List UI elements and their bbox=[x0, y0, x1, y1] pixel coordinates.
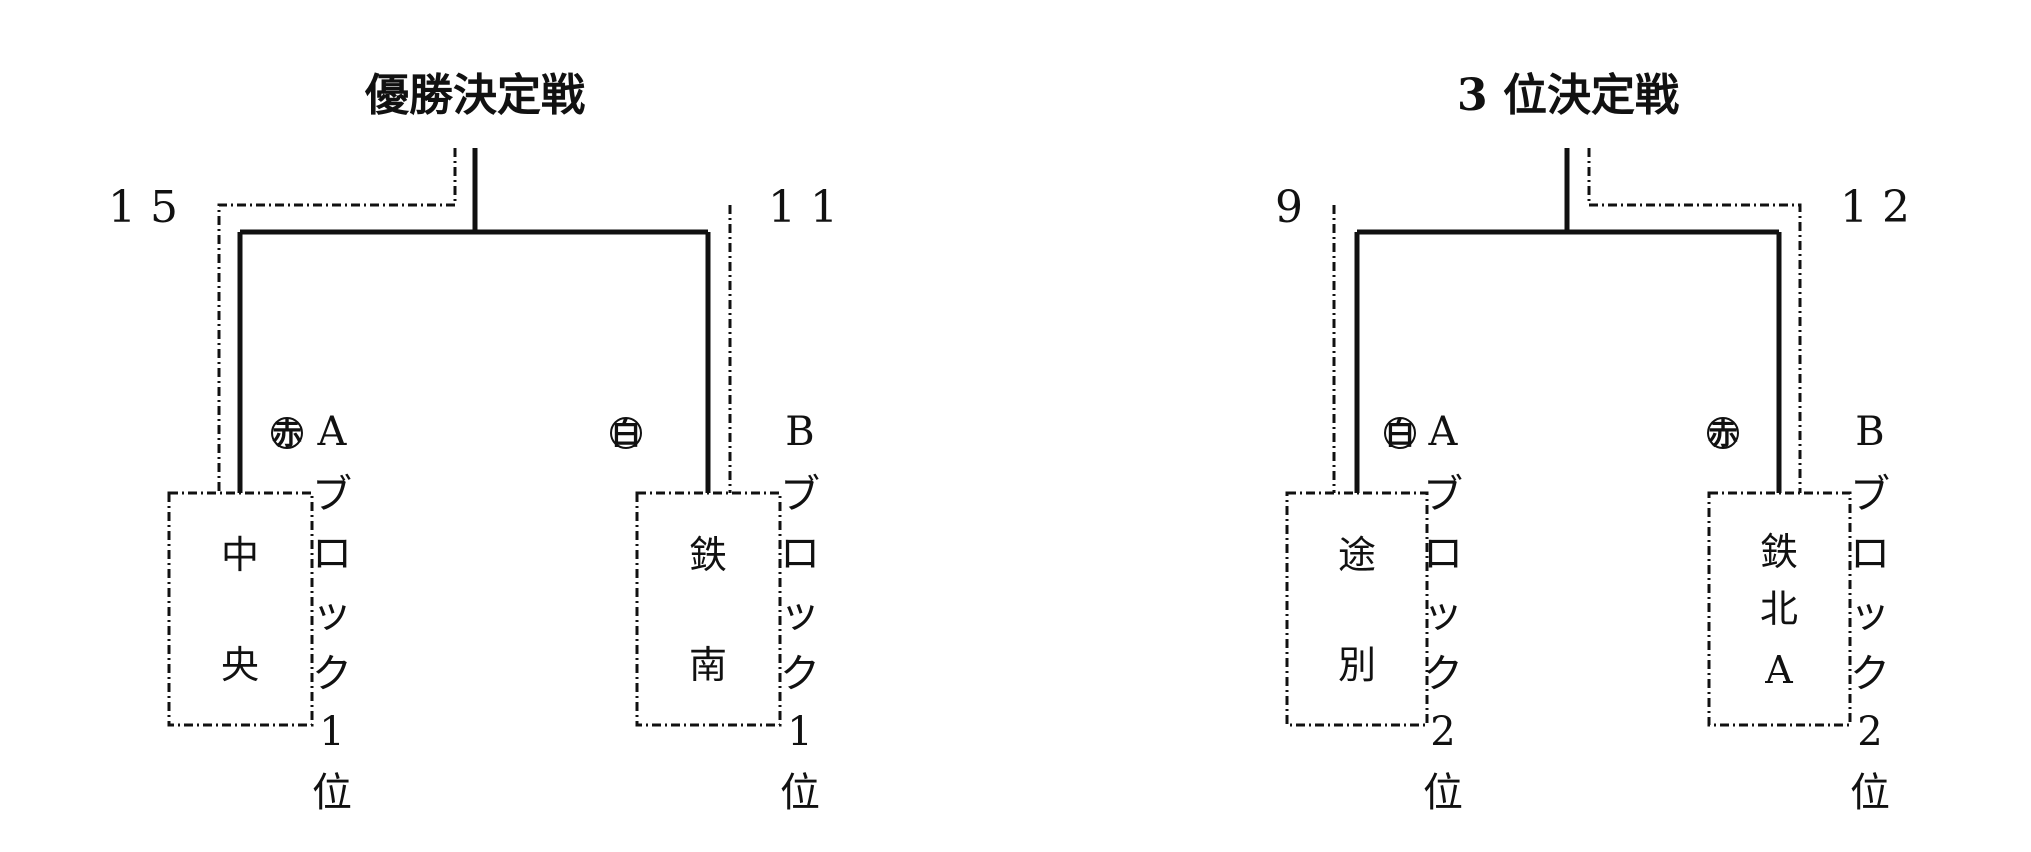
svg-text:ッ: ッ bbox=[1850, 591, 1890, 637]
final-left-score: 1 5 bbox=[108, 182, 178, 233]
svg-text:ク: ク bbox=[312, 651, 352, 697]
third-place-right-block-label: B ブ ロ ッ ク 2 位 bbox=[1850, 409, 1890, 816]
svg-text:A: A bbox=[317, 409, 348, 455]
third-place-right-corner-label: 赤 bbox=[1708, 417, 1738, 452]
final-right-team-char-2: 南 bbox=[689, 643, 727, 687]
final-bracket: 優勝決定戦 1 5 1 1 赤 白 中 央 鉄 南 A ブ ロ ッ bbox=[108, 70, 838, 816]
final-right-score: 1 1 bbox=[768, 182, 838, 233]
third-place-left-block-label: A ブ ロ ッ ク 2 位 bbox=[1423, 409, 1463, 816]
svg-text:2: 2 bbox=[1857, 709, 1882, 755]
svg-text:ブ: ブ bbox=[312, 472, 352, 518]
third-place-title: 3 位決定戦 bbox=[1457, 70, 1679, 121]
svg-text:2: 2 bbox=[1430, 709, 1455, 755]
third-place-left-team-box bbox=[1285, 491, 1429, 727]
svg-text:ッ: ッ bbox=[780, 591, 820, 637]
third-place-right-corner-mark: 赤 bbox=[1707, 417, 1739, 452]
svg-text:ブ: ブ bbox=[1850, 472, 1890, 518]
svg-text:B: B bbox=[1855, 409, 1884, 455]
svg-text:ク: ク bbox=[1423, 651, 1463, 697]
svg-text:1: 1 bbox=[319, 709, 344, 755]
svg-text:ロ: ロ bbox=[780, 531, 820, 577]
third-place-right-team-char-2: 北 bbox=[1760, 587, 1798, 631]
svg-text:ブ: ブ bbox=[780, 472, 820, 518]
final-right-block-label: B ブ ロ ッ ク 1 位 bbox=[780, 409, 820, 816]
svg-text:ッ: ッ bbox=[1423, 591, 1463, 637]
final-right-team-char-1: 鉄 bbox=[689, 533, 727, 577]
svg-text:ロ: ロ bbox=[312, 531, 352, 577]
final-right-team-box bbox=[635, 491, 782, 727]
third-place-bracket: 3 位決定戦 9 1 2 白 赤 途 別 鉄 北 A A ブ ロ ッ ク 2 bbox=[1275, 70, 1910, 816]
third-place-right-team-char-1: 鉄 bbox=[1760, 530, 1798, 574]
third-place-left-corner-label: 白 bbox=[1385, 417, 1415, 452]
svg-text:ブ: ブ bbox=[1423, 472, 1463, 518]
final-left-team-box bbox=[167, 491, 314, 727]
final-left-corner-label: 赤 bbox=[272, 417, 302, 452]
final-left-team-char-1: 中 bbox=[221, 533, 259, 577]
third-place-bracket-solid-line bbox=[1354, 148, 1782, 493]
svg-text:A: A bbox=[1428, 409, 1459, 455]
svg-text:位: 位 bbox=[312, 770, 352, 816]
third-place-left-team-char-2: 別 bbox=[1338, 643, 1376, 687]
svg-text:位: 位 bbox=[1850, 770, 1890, 816]
final-bracket-solid-line bbox=[237, 148, 711, 493]
svg-text:B: B bbox=[785, 409, 814, 455]
third-place-right-score: 1 2 bbox=[1840, 182, 1910, 233]
final-left-block-label: A ブ ロ ッ ク 1 位 bbox=[312, 409, 352, 816]
third-place-left-team-char-1: 途 bbox=[1338, 533, 1376, 577]
third-place-left-corner-mark: 白 bbox=[1384, 417, 1416, 452]
final-winner-path bbox=[217, 148, 457, 493]
svg-text:ッ: ッ bbox=[312, 591, 352, 637]
third-place-right-team-char-3: A bbox=[1764, 648, 1793, 692]
svg-text:ロ: ロ bbox=[1423, 531, 1463, 577]
third-place-left-score: 9 bbox=[1275, 182, 1303, 233]
svg-text:1: 1 bbox=[787, 709, 812, 755]
svg-text:ク: ク bbox=[780, 651, 820, 697]
svg-text:ク: ク bbox=[1850, 651, 1890, 697]
svg-text:位: 位 bbox=[780, 770, 820, 816]
third-place-winner-path bbox=[1587, 148, 1802, 493]
final-right-corner-mark: 白 bbox=[610, 417, 642, 452]
final-right-corner-label: 白 bbox=[611, 417, 641, 452]
final-left-corner-mark: 赤 bbox=[271, 417, 303, 452]
final-left-team-char-2: 央 bbox=[221, 643, 259, 687]
final-title: 優勝決定戦 bbox=[364, 70, 585, 121]
svg-text:ロ: ロ bbox=[1850, 531, 1890, 577]
third-place-right-team-box bbox=[1707, 491, 1852, 727]
svg-text:位: 位 bbox=[1423, 770, 1463, 816]
